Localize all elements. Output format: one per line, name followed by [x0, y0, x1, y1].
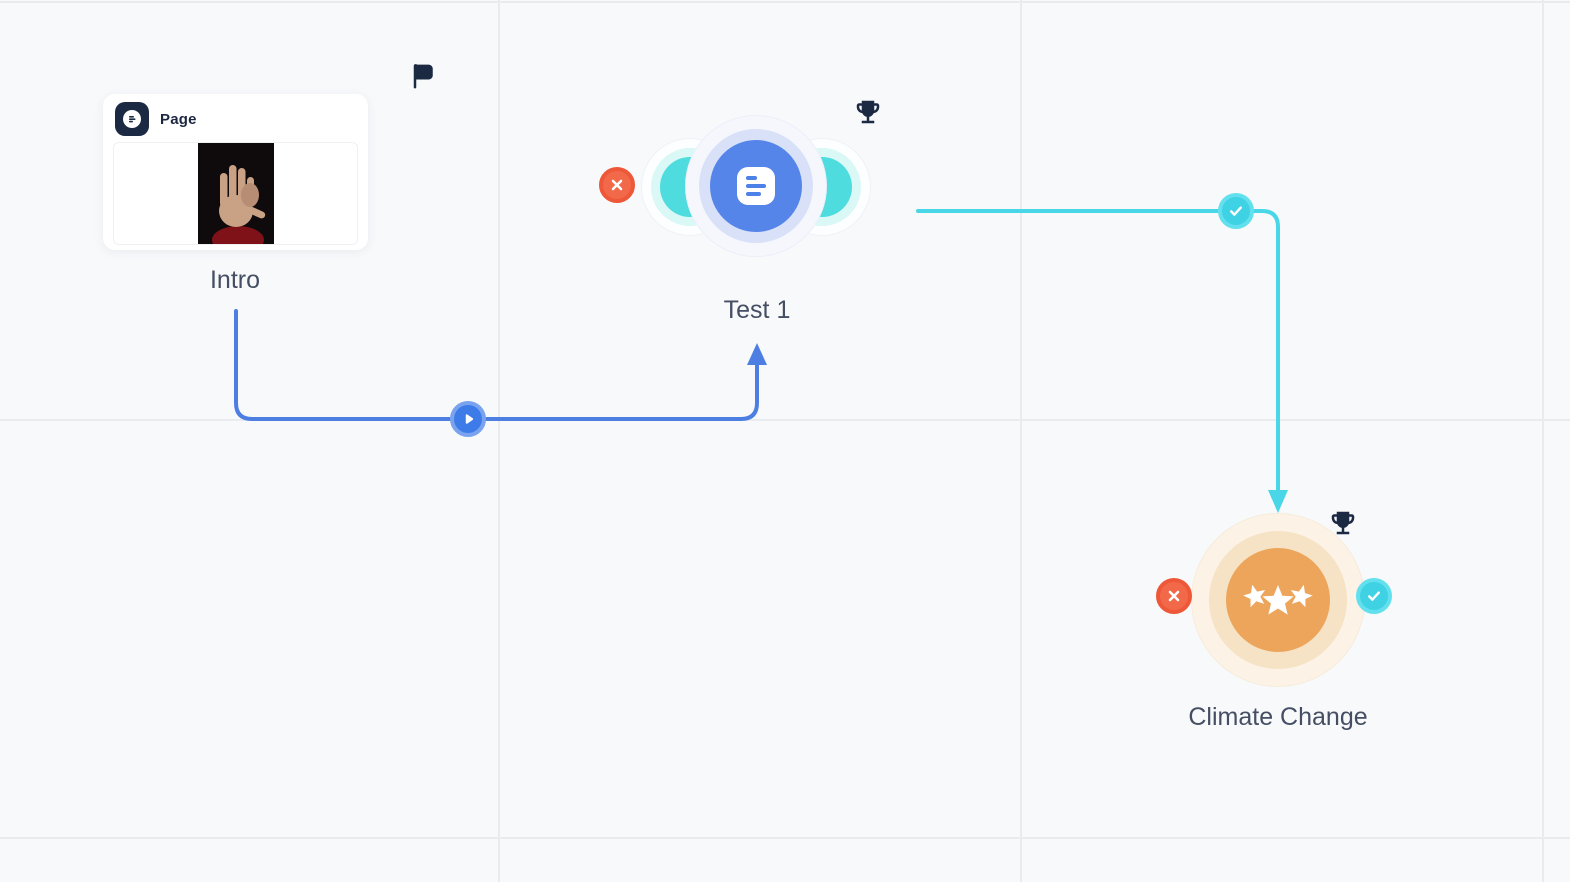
grid-line-horizontal: [0, 419, 1570, 421]
hand-stop-photo: [197, 143, 274, 244]
grid-line-vertical: [498, 0, 500, 882]
node-intro-card[interactable]: Page: [103, 94, 368, 250]
play-badge[interactable]: [450, 401, 486, 437]
trophy-icon: [1331, 511, 1355, 535]
x-icon: [1168, 590, 1180, 602]
trophy-icon: [856, 100, 880, 124]
grid-line-horizontal: [0, 837, 1570, 839]
grid-line-vertical: [1020, 0, 1022, 882]
flag-icon: [413, 64, 433, 89]
connector-test1-to-climate: [916, 209, 1288, 513]
node-title-test1: Test 1: [723, 296, 791, 324]
intro-card-header: Page: [103, 94, 368, 142]
node-climate-change[interactable]: [1191, 513, 1365, 687]
check-badge-connector[interactable]: [1218, 193, 1254, 229]
node-test1[interactable]: [685, 115, 827, 257]
connector-intro-to-test1: [234, 309, 767, 421]
document-icon: [737, 167, 775, 205]
grid-line-horizontal: [0, 1, 1570, 3]
x-icon: [611, 179, 623, 191]
page-thumbnail-frame: [113, 142, 358, 245]
page-type-icon: [115, 102, 149, 136]
x-badge-test1[interactable]: [599, 167, 635, 203]
page-thumbnail-image: [197, 143, 274, 244]
node-title-intro: Intro: [209, 266, 261, 294]
node-type-label: Page: [160, 110, 197, 128]
grid-line-vertical: [1542, 0, 1544, 882]
x-badge-climate[interactable]: [1156, 578, 1192, 614]
check-icon: [1230, 206, 1242, 216]
page-glyph-icon: [123, 110, 141, 128]
three-stars-icon: [1243, 584, 1313, 615]
check-badge-climate[interactable]: [1356, 578, 1392, 614]
node-title-climate-change: Climate Change: [1188, 703, 1368, 731]
play-icon: [465, 414, 474, 424]
check-icon: [1368, 591, 1380, 601]
